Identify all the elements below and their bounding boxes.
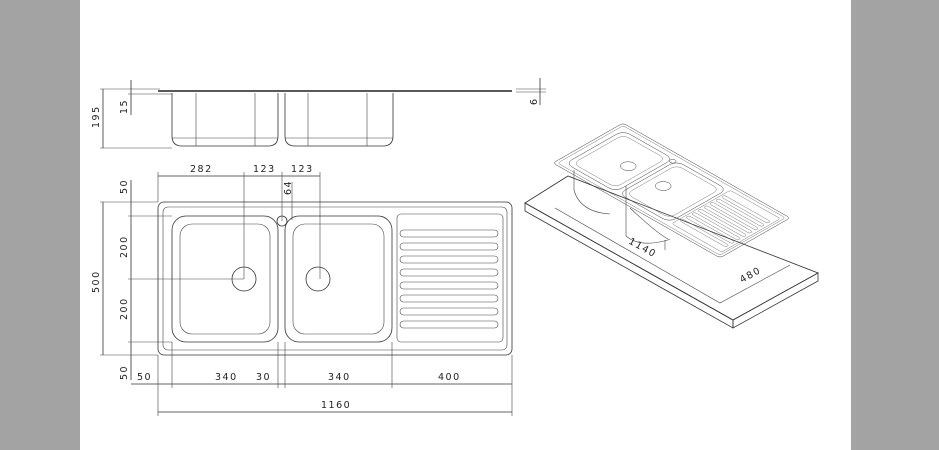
dim-bottom-5: 400 bbox=[438, 372, 461, 383]
dim-top-2: 123 bbox=[253, 164, 276, 175]
dim-bottom-4: 340 bbox=[328, 372, 351, 383]
dim-bottom-1: 50 bbox=[137, 372, 152, 383]
right-margin-bar bbox=[851, 0, 939, 450]
dim-bottom-2: 340 bbox=[215, 372, 238, 383]
dim-bottom-3: 30 bbox=[256, 372, 271, 383]
dim-rim: 15 bbox=[119, 99, 130, 114]
side-view: 195 15 6 bbox=[91, 78, 546, 149]
dim-cutout-length: 1140 bbox=[627, 236, 659, 260]
dim-thickness: 6 bbox=[529, 97, 540, 105]
dim-overall-length: 1160 bbox=[321, 400, 351, 411]
dim-cutout-width: 480 bbox=[738, 265, 763, 286]
left-margin-bar bbox=[0, 0, 80, 450]
dim-left-4: 50 bbox=[119, 365, 130, 380]
dim-height: 195 bbox=[91, 105, 102, 128]
dim-top-1: 282 bbox=[190, 164, 213, 175]
dim-left-3: 200 bbox=[119, 297, 130, 320]
dim-overall-width: 500 bbox=[91, 270, 102, 293]
dim-left-1: 50 bbox=[119, 179, 130, 194]
dim-top-3: 123 bbox=[291, 164, 314, 175]
top-view: 282 123 123 64 500 50 200 200 50 50 340 bbox=[91, 164, 513, 416]
dim-left-2: 200 bbox=[119, 235, 130, 258]
dim-tap-offset: 64 bbox=[283, 180, 294, 195]
isometric-view: 1140 480 bbox=[524, 122, 819, 329]
